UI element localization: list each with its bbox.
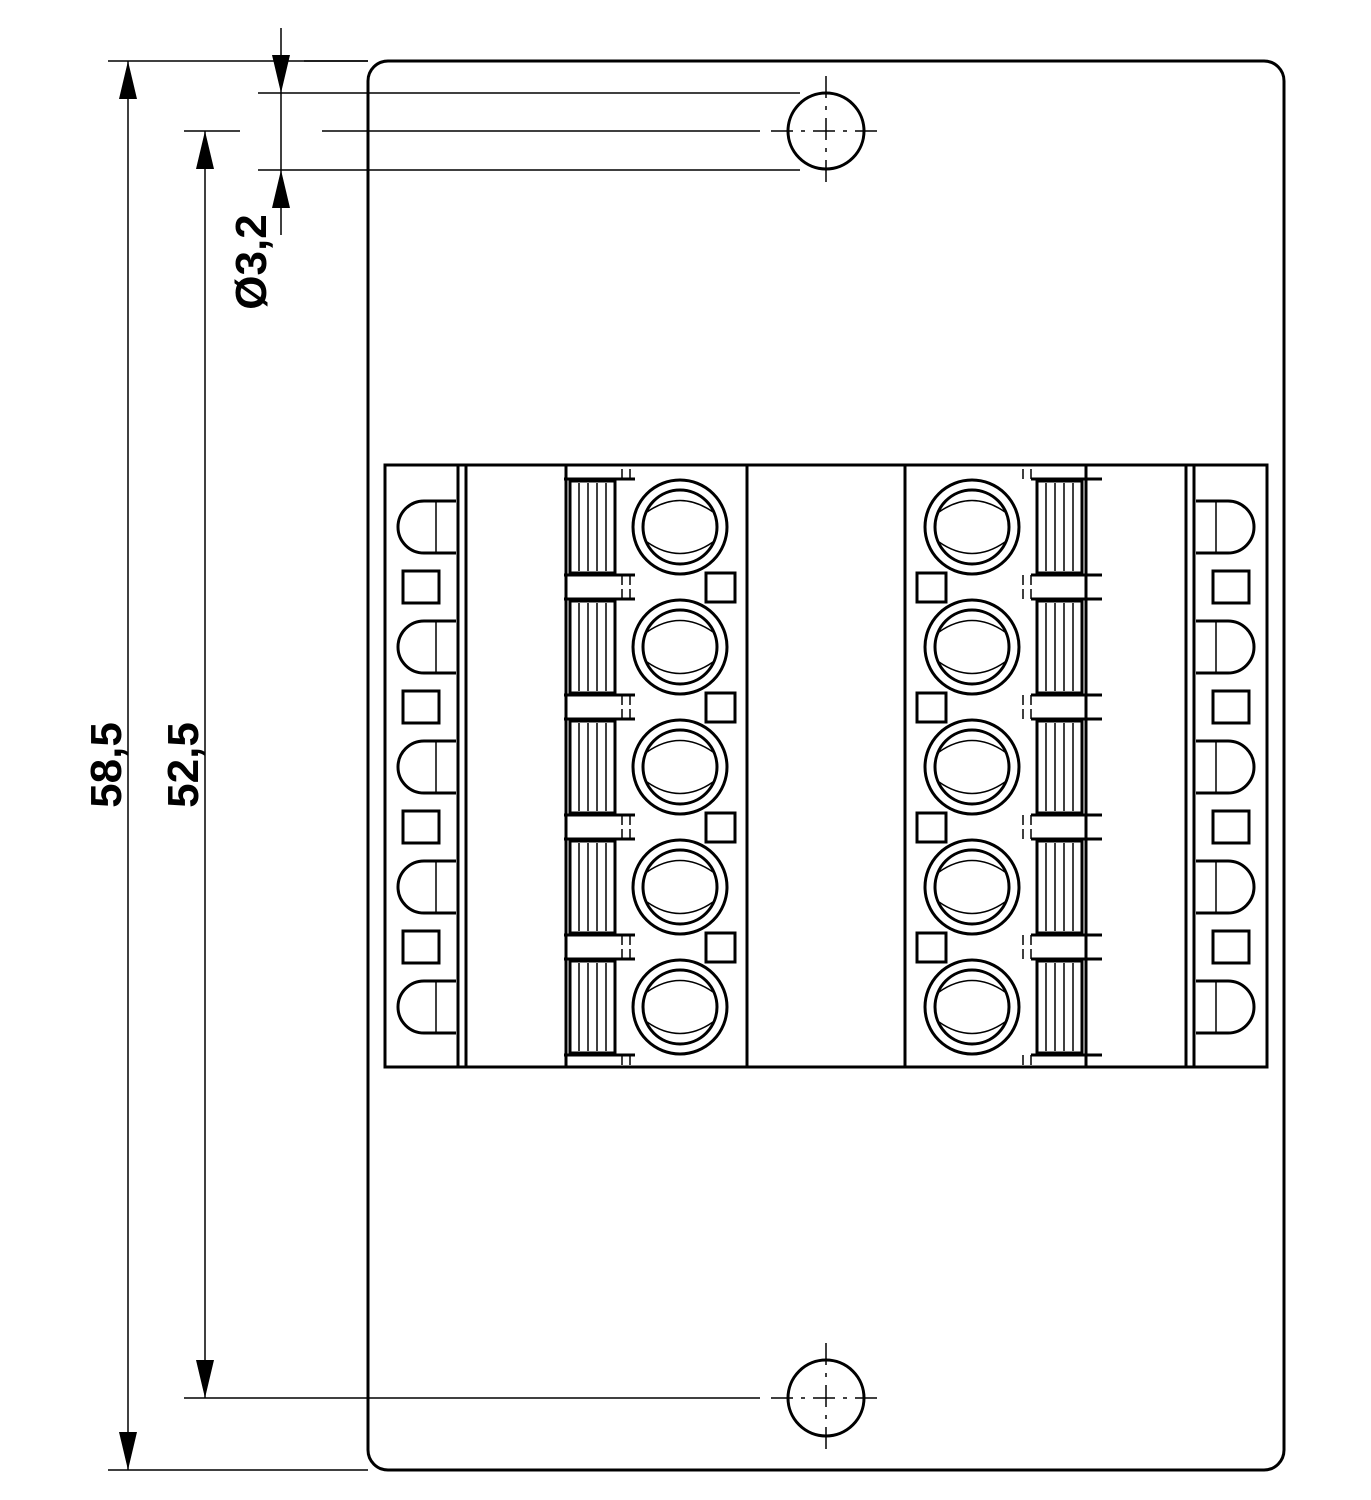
left-release-slot xyxy=(568,599,617,695)
left-led-lens xyxy=(396,619,456,675)
wire-entry-arc xyxy=(646,781,714,795)
right-marker-window xyxy=(1211,569,1251,605)
left-release-slot xyxy=(568,479,617,575)
right-led-lens xyxy=(1196,619,1256,675)
left-wire-entry xyxy=(631,478,729,576)
right-wire-entry-inner xyxy=(933,488,1011,566)
dimension-overall-height xyxy=(119,61,137,1470)
wire-entry-arc xyxy=(646,661,714,675)
right-wire-entry-inner xyxy=(933,728,1011,806)
wire-entry-arc xyxy=(646,901,714,915)
wire-entry-arc xyxy=(646,499,714,513)
right-wire-entry xyxy=(923,958,1021,1056)
wire-entry-arc xyxy=(938,781,1006,795)
left-release-slot xyxy=(568,719,617,815)
right-test-point xyxy=(915,811,948,844)
left-test-point xyxy=(704,691,737,724)
overall-height-label: 58,5 xyxy=(82,722,131,808)
left-led-lens xyxy=(396,739,456,795)
left-wire-entry-inner xyxy=(641,848,719,926)
right-release-slot xyxy=(1035,839,1084,935)
left-test-point xyxy=(704,931,737,964)
left-test-point xyxy=(704,571,737,604)
right-release-slot xyxy=(1035,959,1084,1055)
wire-entry-arc xyxy=(938,619,1006,633)
wire-entry-arc xyxy=(938,661,1006,675)
wire-entry-arc xyxy=(938,541,1006,555)
left-marker-window xyxy=(401,689,441,725)
hole-diameter-label: Ø3,2 xyxy=(227,214,276,309)
right-test-point xyxy=(915,571,948,604)
wire-entry-arc xyxy=(938,499,1006,513)
wire-entry-arc xyxy=(646,541,714,555)
wire-entry-arc xyxy=(938,979,1006,993)
dimension-hole-spacing xyxy=(196,131,214,1398)
hole-spacing-label: 52,5 xyxy=(159,722,208,808)
terminal-block xyxy=(383,463,1269,1069)
left-wire-entry-inner xyxy=(641,728,719,806)
left-wire-entry-inner xyxy=(641,608,719,686)
right-wire-entry-inner xyxy=(933,848,1011,926)
right-marker-window xyxy=(1211,689,1251,725)
right-test-point xyxy=(915,691,948,724)
right-release-slot xyxy=(1035,479,1084,575)
left-wire-entry xyxy=(631,838,729,936)
right-led-lens xyxy=(1196,739,1256,795)
wire-entry-arc xyxy=(938,1021,1006,1035)
left-marker-window xyxy=(401,929,441,965)
left-led-lens xyxy=(396,499,456,555)
right-led-lens xyxy=(1196,499,1256,555)
wire-entry-arc xyxy=(646,859,714,873)
right-test-point xyxy=(915,931,948,964)
left-release-slot xyxy=(568,839,617,935)
right-marker-window xyxy=(1211,929,1251,965)
left-led-lens xyxy=(396,859,456,915)
left-marker-window xyxy=(401,809,441,845)
dimension-hole-diameter xyxy=(272,28,290,235)
left-wire-entry xyxy=(631,958,729,1056)
right-marker-window xyxy=(1211,809,1251,845)
right-led-lens xyxy=(1196,979,1256,1035)
right-wire-entry-inner xyxy=(933,968,1011,1046)
left-test-point xyxy=(704,811,737,844)
right-wire-entry xyxy=(923,598,1021,696)
right-wire-entry-inner xyxy=(933,608,1011,686)
wire-entry-arc xyxy=(938,901,1006,915)
left-led-lens xyxy=(396,979,456,1035)
wire-entry-arc xyxy=(646,979,714,993)
right-release-slot xyxy=(1035,719,1084,815)
wire-entry-arc xyxy=(646,1021,714,1035)
left-marker-window xyxy=(401,569,441,605)
left-wire-entry-inner xyxy=(641,968,719,1046)
right-led-lens xyxy=(1196,859,1256,915)
left-wire-entry-inner xyxy=(641,488,719,566)
left-wire-entry xyxy=(631,718,729,816)
wire-entry-arc xyxy=(938,859,1006,873)
right-wire-entry xyxy=(923,838,1021,936)
right-wire-entry xyxy=(923,478,1021,576)
left-release-slot xyxy=(568,959,617,1055)
wire-entry-arc xyxy=(646,739,714,753)
bottom-mounting-hole xyxy=(771,1343,881,1453)
right-release-slot xyxy=(1035,599,1084,695)
left-wire-entry xyxy=(631,598,729,696)
wire-entry-arc xyxy=(938,739,1006,753)
wire-entry-arc xyxy=(646,619,714,633)
right-wire-entry xyxy=(923,718,1021,816)
mounting-plate xyxy=(366,59,1286,1472)
top-mounting-hole xyxy=(771,76,881,186)
extension-lines xyxy=(108,60,800,1471)
